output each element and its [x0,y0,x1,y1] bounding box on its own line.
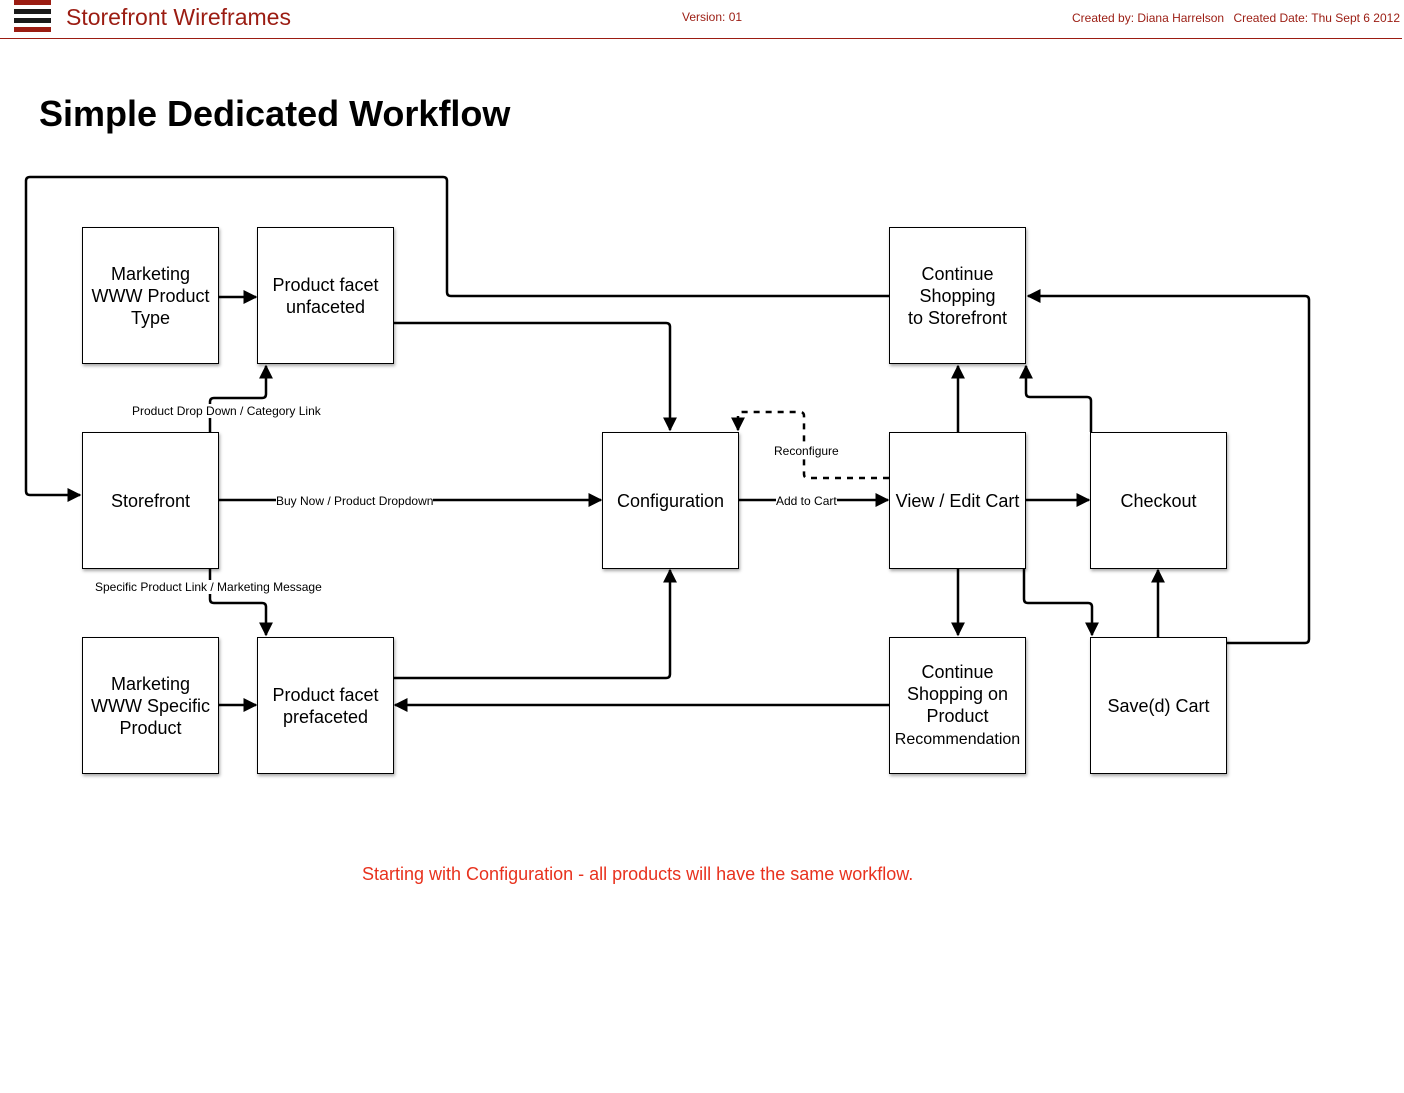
created-by: Created by: Diana Harrelson [1072,11,1225,25]
edge-label-buy-now: Buy Now / Product Dropdown [276,494,434,508]
created-date: Created Date: Thu Sept 6 2012 [1233,11,1400,25]
node-checkout: Checkout [1090,432,1227,569]
edge-specific-product-link [208,568,273,637]
edge-cart-to-saved [1022,568,1099,637]
edge-saved-to-continue-storefront [1026,289,1311,645]
edge-continue-to-storefront [24,175,889,502]
app-title: Storefront Wireframes [66,4,291,30]
node-configuration: Configuration [602,432,739,569]
node-saved-cart: Save(d) Cart [1090,637,1227,774]
edge-prefaceted-to-configuration [393,568,677,680]
edge-checkout-to-continue-storefront [1019,364,1093,432]
app-logo-icon [14,0,51,33]
created-info: Created by: Diana Harrelson Created Date… [1072,11,1400,25]
edge-reconfigure [731,410,889,480]
edge-label-add-to-cart: Add to Cart [776,494,837,508]
workflow-footnote: Starting with Configuration - all produc… [362,864,914,884]
node-storefront: Storefront [82,432,219,569]
edge-unfaceted-to-configuration [393,321,677,432]
page-title: Simple Dedicated Workflow [39,93,511,134]
edge-storefront-to-unfaceted [208,364,273,432]
edge-label-product-dropdown: Product Drop Down / Category Link [132,404,321,418]
header-divider [0,38,1402,39]
edge-label-specific-product-link: Specific Product Link / Marketing Messag… [95,580,322,594]
edge-label-reconfigure: Reconfigure [774,444,839,458]
header-bar: Storefront Wireframes Version: 01 Create… [0,0,1404,40]
version-label: Version: 01 [682,10,743,24]
node-view-edit-cart: View / Edit Cart [889,432,1026,569]
